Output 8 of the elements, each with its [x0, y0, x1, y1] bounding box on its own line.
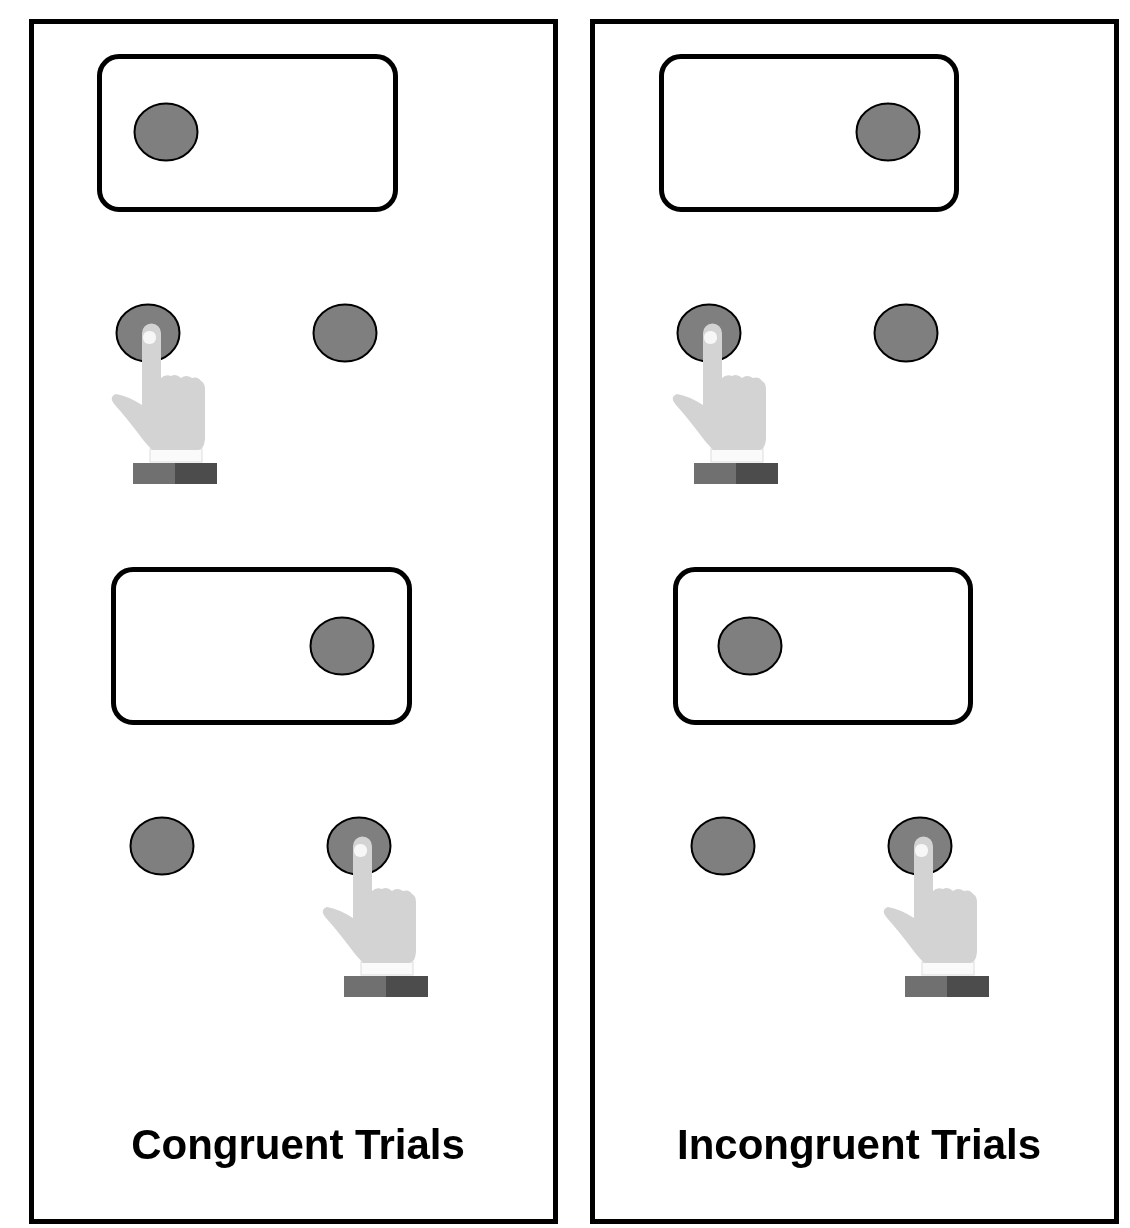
panel-title: Incongruent Trials	[676, 1121, 1042, 1169]
display-screen	[97, 54, 398, 212]
display-screen	[659, 54, 959, 212]
display-screen	[673, 567, 973, 725]
panel-title: Congruent Trials	[131, 1121, 465, 1169]
trial-panel	[590, 19, 1119, 1224]
trial-panel	[29, 19, 558, 1224]
display-screen	[111, 567, 412, 725]
